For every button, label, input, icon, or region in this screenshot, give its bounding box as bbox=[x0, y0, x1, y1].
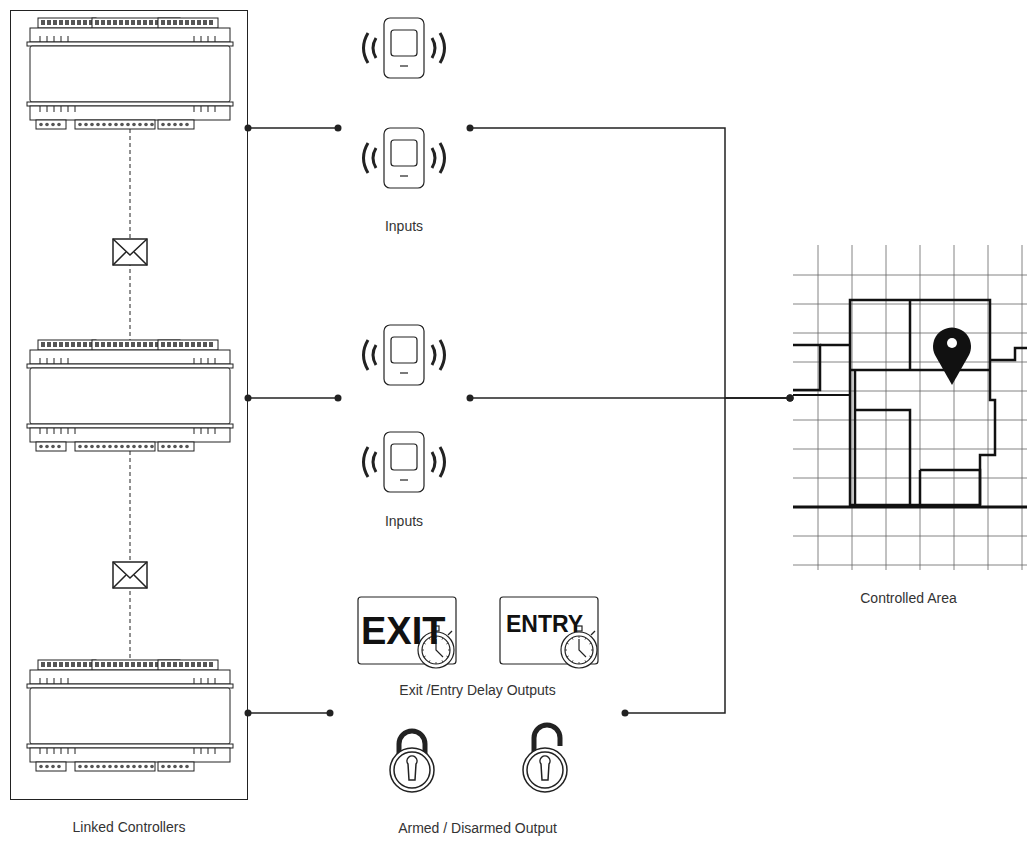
connector-line bbox=[248, 127, 338, 129]
connector-line bbox=[470, 128, 790, 398]
junction-dot bbox=[787, 395, 794, 402]
junction-dot bbox=[467, 125, 474, 132]
message-icon bbox=[113, 562, 147, 588]
controller-group: Linked Controllers bbox=[10, 10, 248, 800]
motion-sensor bbox=[364, 325, 445, 385]
junction-dot bbox=[245, 125, 252, 132]
junction-dot bbox=[335, 125, 342, 132]
motion-sensor bbox=[364, 18, 445, 78]
node-label: Inputs bbox=[338, 218, 470, 234]
connector-line bbox=[248, 397, 338, 399]
node-label: Inputs bbox=[338, 513, 470, 529]
map-area: Controlled Area bbox=[790, 245, 1027, 615]
node-label: Controlled Area bbox=[790, 590, 1027, 606]
area-map bbox=[793, 245, 1027, 570]
junction-dot bbox=[245, 395, 252, 402]
junction-dot bbox=[787, 395, 794, 402]
junction-dot bbox=[467, 395, 474, 402]
junction-dot bbox=[335, 395, 342, 402]
message-icon bbox=[113, 239, 147, 265]
sign-panel bbox=[358, 597, 456, 664]
junction-dot bbox=[622, 710, 629, 717]
sign-text: ENTRY bbox=[506, 613, 583, 636]
sign-panel bbox=[500, 597, 598, 664]
motion-sensor bbox=[364, 432, 445, 492]
unlocked-padlock bbox=[523, 725, 567, 792]
controller-symbol bbox=[27, 660, 233, 771]
node-label: Linked Controllers bbox=[11, 819, 247, 835]
device-group: Inputs bbox=[338, 0, 470, 240]
sign-text: EXIT bbox=[361, 612, 445, 650]
controller-symbol bbox=[27, 340, 233, 451]
motion-sensor bbox=[364, 128, 445, 188]
controller-symbol bbox=[27, 18, 233, 129]
node-label: Armed / Disarmed Output bbox=[330, 820, 625, 836]
junction-dot bbox=[787, 395, 794, 402]
locked-padlock bbox=[390, 731, 434, 792]
junction-dot bbox=[327, 710, 334, 717]
junction-dot bbox=[245, 710, 252, 717]
connector-line bbox=[625, 398, 790, 713]
node-label: Exit /Entry Delay Outputs bbox=[330, 682, 625, 698]
device-group: Inputs bbox=[338, 305, 470, 537]
connector-line bbox=[248, 712, 330, 714]
